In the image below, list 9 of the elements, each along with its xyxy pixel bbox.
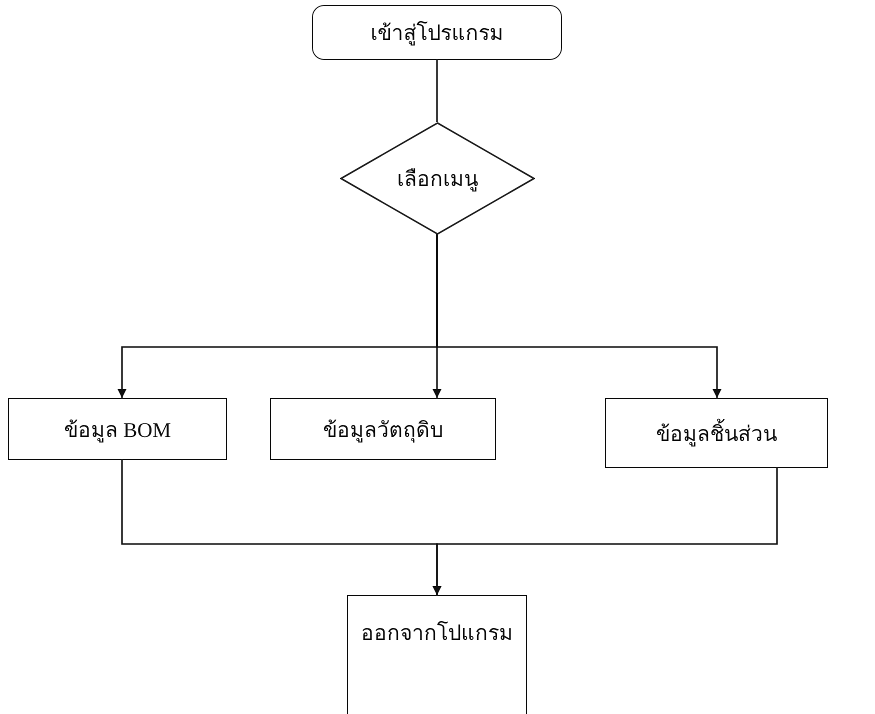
arrow (432, 468, 778, 595)
connector-line (436, 60, 438, 122)
arrow (436, 234, 722, 398)
process-box: ข้อมูล BOM (8, 398, 227, 460)
start-box: เข้าสู่โปรแกรม (312, 5, 562, 60)
process-box: ข้อมูลวัตถุดิบ (270, 398, 496, 460)
process-box: ข้อมูลชิ้นส่วน (605, 398, 828, 468)
decision-diamond: เลือกเมนู (340, 122, 535, 235)
process-box: ออกจากโปแกรม (347, 595, 527, 714)
